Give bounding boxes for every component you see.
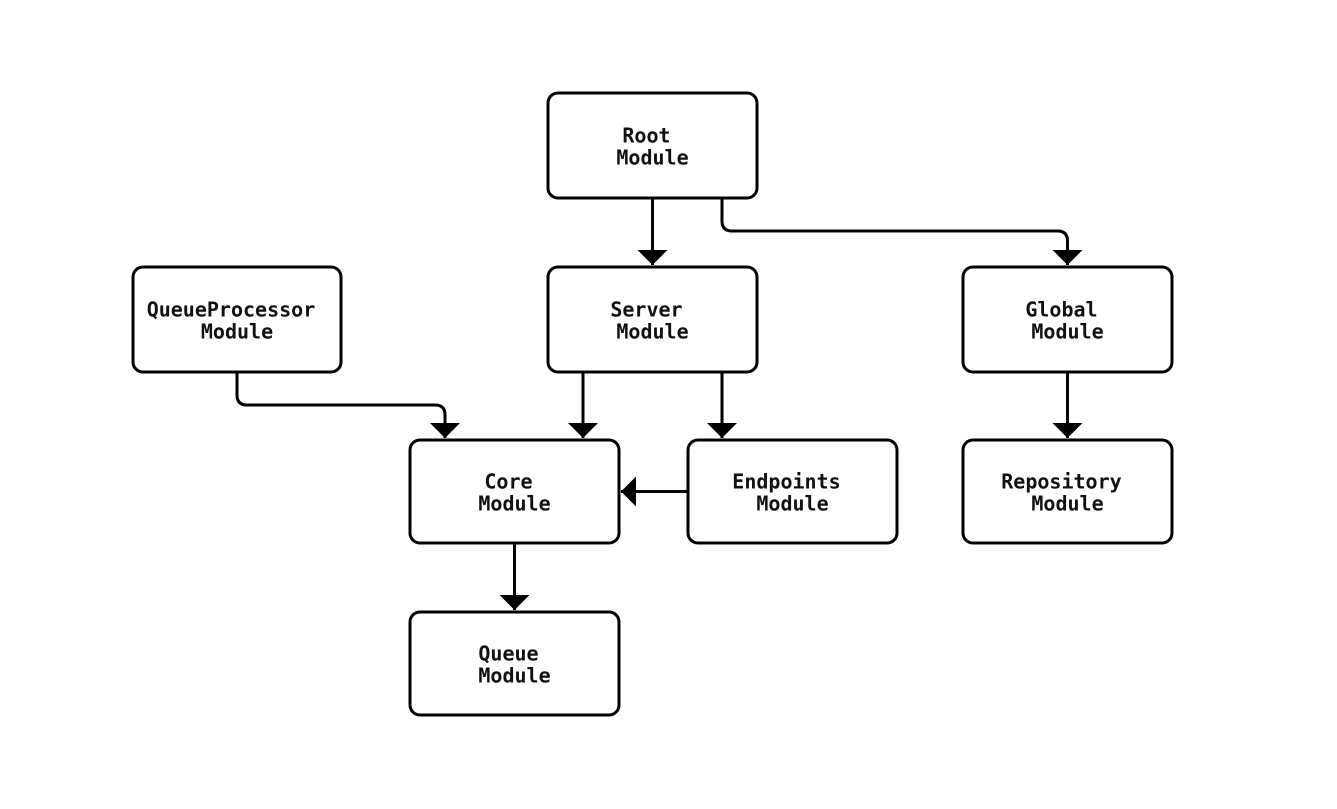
edge-root-module-to-global-module xyxy=(720,198,1083,265)
node-queueprocessor-module-box xyxy=(131,265,343,374)
node-global-module-box xyxy=(961,265,1174,374)
node-label-line: Module xyxy=(616,146,688,170)
node-label-line: Module xyxy=(756,492,828,516)
node-label-line: Queue xyxy=(478,642,538,666)
node-label-line: Endpoints xyxy=(732,470,840,494)
node-queue-module: Queue Module xyxy=(408,610,621,717)
node-label-line: Module xyxy=(201,320,273,344)
node-label-line: QueueProcessor xyxy=(147,298,316,322)
node-label-line: Module xyxy=(616,320,688,344)
node-label-line: Module xyxy=(478,492,550,516)
node-label-line: Core xyxy=(484,470,532,494)
node-global-module: Global Module xyxy=(961,265,1174,374)
node-server-module: Server Module xyxy=(546,265,759,374)
node-endpoints-module: Endpoints Module xyxy=(686,438,899,545)
node-repository-module-box xyxy=(961,438,1174,545)
node-label-line: Module xyxy=(1031,320,1103,344)
node-global-module-label: Global Module xyxy=(1025,298,1109,344)
edges-layer xyxy=(235,198,1083,610)
node-label-line: Root xyxy=(622,124,670,148)
node-root-module-label: Root Module xyxy=(616,124,688,170)
node-core-module-label: Core Module xyxy=(478,470,550,516)
node-repository-module-label: Repository Module xyxy=(1001,470,1133,516)
node-label-line: Server xyxy=(610,298,682,322)
node-queueprocessor-module: QueueProcessor Module xyxy=(131,265,343,374)
node-label-line: Module xyxy=(478,664,550,688)
node-queue-module-label: Queue Module xyxy=(478,642,550,688)
node-queue-module-box xyxy=(408,610,621,717)
edge-queueprocessor-module-to-core-module xyxy=(235,372,460,438)
node-root-module: Root Module xyxy=(546,91,759,200)
node-endpoints-module-label: Endpoints Module xyxy=(732,470,852,516)
node-repository-module: Repository Module xyxy=(961,438,1174,545)
node-server-module-box xyxy=(546,265,759,374)
node-core-module-box xyxy=(408,438,621,545)
node-core-module: Core Module xyxy=(408,438,621,545)
node-label-line: Repository xyxy=(1001,470,1121,494)
node-endpoints-module-box xyxy=(686,438,899,545)
node-queueprocessor-module-label: QueueProcessor Module xyxy=(147,298,328,344)
node-root-module-box xyxy=(546,91,759,200)
node-server-module-label: Server Module xyxy=(610,298,694,344)
node-label-line: Global xyxy=(1025,298,1097,322)
nodes-layer: Root Module QueueProcessor Module Server… xyxy=(131,91,1174,717)
node-label-line: Module xyxy=(1031,492,1103,516)
